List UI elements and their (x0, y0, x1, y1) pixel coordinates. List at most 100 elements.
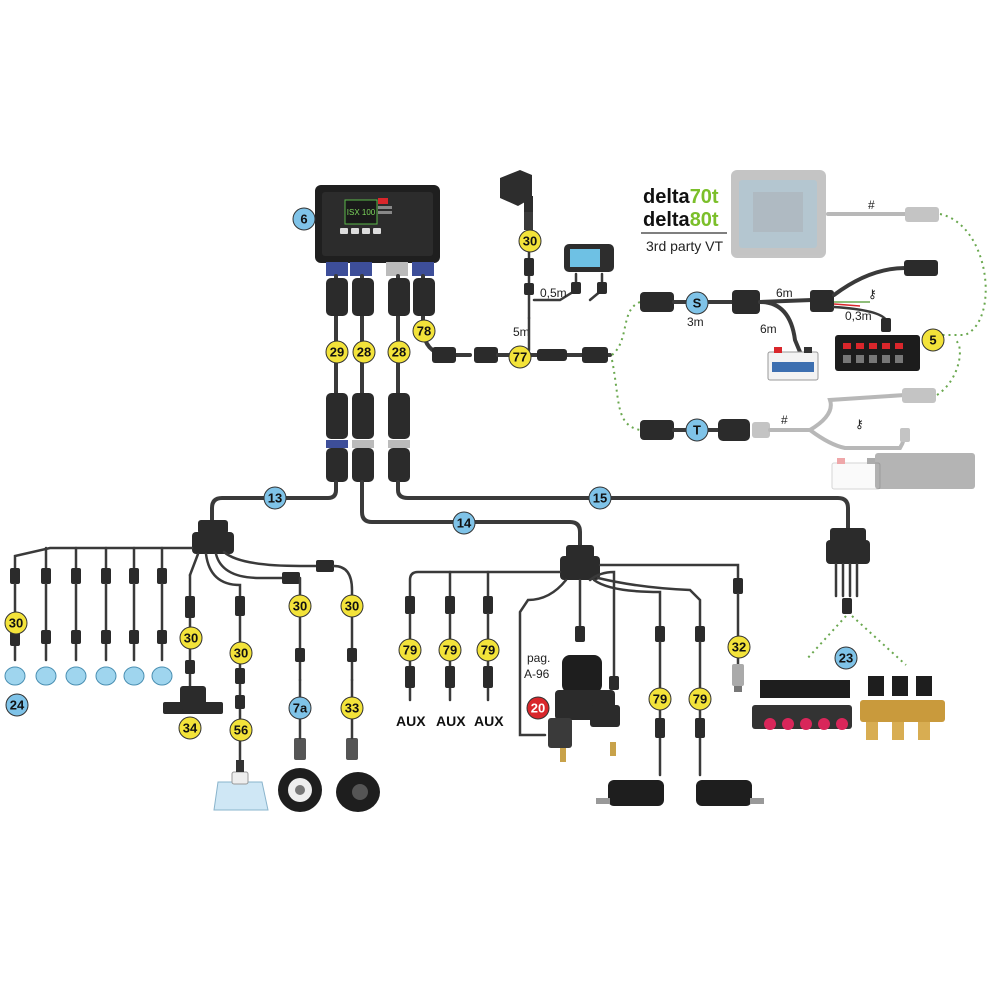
badge-28a: 28 (352, 340, 376, 364)
control-unit-screen-text: ISX 100 (347, 208, 376, 217)
brand-block: delta70t delta80t 3rd party VT (641, 186, 727, 254)
badge-30-top: 30 (518, 229, 542, 253)
svg-text:T: T (693, 423, 701, 438)
svg-text:30: 30 (293, 599, 307, 614)
badge-30-level: 30 (229, 641, 253, 665)
svg-text:32: 32 (732, 640, 746, 655)
svg-text:30: 30 (345, 599, 359, 614)
control-unit-isx100: ISX 100 (315, 185, 440, 276)
brand-delta70t: delta70t (643, 186, 719, 208)
badge-23: 23 (834, 646, 858, 670)
motor-actuators-image (596, 780, 764, 806)
badge-13: 13 (263, 486, 287, 510)
svg-text:77: 77 (513, 350, 527, 365)
len-0-3m-label: 0,3m (845, 309, 872, 323)
page-ref-line1: pag. (527, 651, 550, 665)
badge-79-sec1: 79 (648, 687, 672, 711)
svg-text:30: 30 (9, 616, 23, 631)
svg-text:78: 78 (417, 324, 431, 339)
svg-text:23: 23 (839, 651, 853, 666)
regulator-valve-image (548, 655, 620, 762)
distributor-left (192, 520, 234, 554)
badge-30-n1: 30 (4, 611, 28, 635)
flowmeter-image (163, 686, 223, 714)
badge-32: 32 (727, 635, 751, 659)
distributor-right (826, 528, 870, 564)
tank-level-image (213, 760, 269, 811)
section-valves-image (752, 680, 852, 730)
svg-text:7a: 7a (293, 701, 308, 716)
badge-20: 20 (526, 696, 550, 720)
radar-sensor-image (336, 738, 380, 812)
battery-image (767, 347, 819, 381)
wheel-sensor-image (278, 738, 322, 812)
svg-text:14: 14 (457, 516, 472, 531)
badge-79-sec2: 79 (688, 687, 712, 711)
svg-text:S: S (693, 296, 702, 311)
svg-text:28: 28 (392, 345, 406, 360)
badge-34: 34 (178, 716, 202, 740)
badge-24: 24 (5, 693, 29, 717)
len-6m-top-label: 6m (776, 286, 793, 300)
svg-text:79: 79 (481, 643, 495, 658)
svg-text:79: 79 (693, 692, 707, 707)
key-symbol: ⚷ (868, 287, 877, 301)
badge-layer: 6 29 28 28 78 77 30 S T 5 13 14 15 30 24… (4, 207, 945, 742)
svg-text:79: 79 (443, 643, 457, 658)
svg-text:28: 28 (357, 345, 371, 360)
key-symbol-grey: ⚷ (855, 417, 864, 431)
svg-text:5: 5 (929, 333, 936, 348)
badge-6: 6 (292, 207, 316, 231)
third-party-vt-label: 3rd party VT (646, 238, 723, 254)
hash-label-top: # (868, 198, 875, 212)
len-0-5m-label: 0,5m (540, 286, 567, 300)
page-ref-line2: A-96 (524, 667, 550, 681)
badge-77: 77 (508, 345, 532, 369)
svg-text:30: 30 (184, 631, 198, 646)
battery-grey-image (831, 458, 881, 490)
flow-sensors-image (4, 666, 173, 686)
aux-label-2: AUX (436, 713, 466, 729)
svg-text:30: 30 (523, 234, 537, 249)
svg-text:29: 29 (330, 345, 344, 360)
len-6m-bottom-label: 6m (760, 322, 777, 336)
svg-text:20: 20 (531, 701, 545, 716)
badge-56: 56 (229, 718, 253, 742)
brass-valves-image (860, 676, 945, 740)
badge-79-aux3: 79 (476, 638, 500, 662)
badge-78: 78 (412, 319, 436, 343)
svg-text:56: 56 (234, 723, 248, 738)
badge-30-flow: 30 (179, 626, 203, 650)
len-3m-label: 3m (687, 315, 704, 329)
remote-display-image (564, 244, 614, 272)
badge-33: 33 (340, 696, 364, 720)
badge-79-aux1: 79 (398, 638, 422, 662)
badge-15: 15 (588, 486, 612, 510)
badge-T: T (685, 418, 709, 442)
badge-30-wheel: 30 (288, 594, 312, 618)
badge-30-radar: 30 (340, 594, 364, 618)
svg-text:24: 24 (10, 698, 25, 713)
svg-text:13: 13 (268, 491, 282, 506)
aux-label-3: AUX (474, 713, 504, 729)
badge-29: 29 (325, 340, 349, 364)
svg-text:30: 30 (234, 646, 248, 661)
distributor-center (560, 545, 600, 580)
brand-delta80t: delta80t (643, 209, 719, 231)
svg-text:79: 79 (653, 692, 667, 707)
len-5m-label: 5m (513, 325, 530, 339)
pressure-transducer-image (732, 664, 744, 692)
nozzle-sensor-drops (10, 568, 167, 662)
svg-text:33: 33 (345, 701, 359, 716)
badge-5: 5 (921, 328, 945, 352)
switch-box-grey-image (875, 453, 975, 489)
hash-label-bottom: # (781, 413, 788, 427)
badge-28b: 28 (387, 340, 411, 364)
terminal-display-image (731, 170, 826, 258)
switch-box-image (835, 335, 920, 371)
svg-text:15: 15 (593, 491, 607, 506)
badge-S: S (685, 291, 709, 315)
badge-79-aux2: 79 (438, 638, 462, 662)
svg-text:6: 6 (300, 212, 307, 227)
